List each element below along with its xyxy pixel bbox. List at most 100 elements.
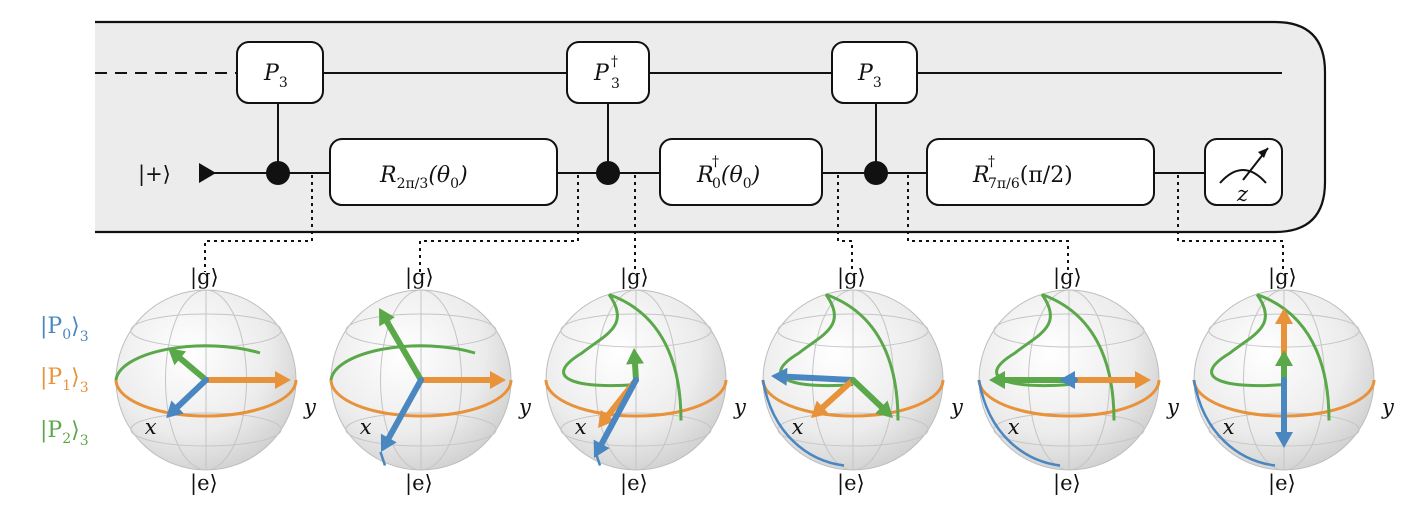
svg-text:7π/6(π/2): 7π/6(π/2) xyxy=(988,163,1073,192)
state-arrow-orange-head xyxy=(598,409,615,428)
y-axis-label: y xyxy=(518,395,532,419)
x-axis-label: x xyxy=(360,415,372,439)
input-state-label: |+⟩ xyxy=(138,162,171,187)
svg-text:†: † xyxy=(988,154,995,170)
x-axis-label: x xyxy=(1223,415,1235,439)
x-axis-label: x xyxy=(792,415,804,439)
legend-item-p2: |P2⟩3 xyxy=(40,418,89,449)
ket-g-label: |g⟩ xyxy=(1268,265,1297,290)
ket-e-label: |e⟩ xyxy=(1053,471,1081,496)
gate-r-2pi3: R2π/3(θ0) xyxy=(329,138,558,206)
state-arrow-orange-head xyxy=(811,400,829,418)
state-arrow-blue-head xyxy=(166,400,184,418)
ket-g-label: |g⟩ xyxy=(190,265,219,290)
bloch-sphere-2: |g⟩ |e⟩ x y xyxy=(329,265,532,496)
state-arrow-green-head xyxy=(875,400,893,418)
gate-r0-dagger: R † 0(θ0) xyxy=(659,138,823,206)
state-arrow-blue-head xyxy=(380,433,397,452)
ket-g-label: |g⟩ xyxy=(405,265,434,290)
green-path-2 xyxy=(608,293,683,421)
control-dot-2 xyxy=(596,161,620,185)
bloch-sphere-3: |g⟩|e⟩xy xyxy=(544,265,747,496)
x-axis-label: x xyxy=(1008,415,1020,439)
ket-e-label: |e⟩ xyxy=(620,471,648,496)
ket-e-label: |e⟩ xyxy=(837,471,865,496)
green-path-2 xyxy=(1256,293,1331,421)
control-dot-3 xyxy=(864,161,888,185)
svg-text:R2π/3(θ0): R2π/3(θ0) xyxy=(379,163,468,192)
y-axis-label: y xyxy=(950,395,964,419)
state-arrow-green-head xyxy=(989,371,1005,389)
ket-e-label: |e⟩ xyxy=(190,471,218,496)
orange-path xyxy=(544,379,728,418)
bloch-sphere-6: |g⟩ |e⟩ x y xyxy=(1192,265,1395,496)
orange-path xyxy=(761,379,945,418)
blue-path xyxy=(1192,379,1276,467)
ket-g-label: |g⟩ xyxy=(837,265,866,290)
y-axis-label: y xyxy=(1166,395,1180,419)
legend-item-p0: |P0⟩3 xyxy=(40,314,89,345)
svg-text:P3: P3 xyxy=(857,61,882,91)
y-axis-label: y xyxy=(303,395,317,419)
bloch-sphere-1: |g⟩ |e⟩ x y xyxy=(114,265,317,496)
x-axis-label: x xyxy=(145,415,157,439)
state-arrow-blue-head xyxy=(593,439,610,458)
state-arrow-blue-shaft xyxy=(174,377,209,410)
svg-text:R: R xyxy=(972,163,990,188)
ket-g-label: |g⟩ xyxy=(1053,265,1082,290)
green-path-2 xyxy=(1041,293,1116,421)
bloch-sphere-4: |g⟩ |e⟩ x y xyxy=(761,265,964,496)
svg-text:†: † xyxy=(611,54,618,70)
measurement-gate: z xyxy=(1204,138,1283,206)
state-arrow-green-head xyxy=(1275,350,1293,366)
state-arrow-blue-head xyxy=(1275,432,1293,448)
svg-text:R: R xyxy=(696,163,714,188)
green-path xyxy=(114,344,261,381)
green-path xyxy=(329,344,476,381)
ket-g-label: |g⟩ xyxy=(620,265,649,290)
blue-path xyxy=(379,451,387,466)
gate-p3-2: P3 xyxy=(831,41,918,104)
green-path xyxy=(562,293,637,388)
green-path xyxy=(779,293,854,388)
state-arrow-green-shaft xyxy=(850,377,885,410)
y-axis-label: y xyxy=(733,395,747,419)
green-path-2 xyxy=(825,293,900,421)
legend-item-p1: |P1⟩3 xyxy=(40,365,89,396)
state-arrow-blue-shaft xyxy=(385,377,424,442)
orange-path xyxy=(114,379,298,418)
bloch-sphere-5: |g⟩ |e⟩ x y xyxy=(977,265,1180,496)
orange-path xyxy=(977,379,1161,418)
state-arrow-green-head xyxy=(626,348,644,365)
svg-text:0(θ0): 0(θ0) xyxy=(712,163,760,192)
meter-icon xyxy=(1219,169,1267,184)
state-arrow-orange-shaft xyxy=(819,377,856,411)
ket-e-label: |e⟩ xyxy=(1268,471,1296,496)
svg-text:†: † xyxy=(712,154,719,170)
state-arrow-blue-shaft xyxy=(598,377,639,447)
y-axis-label: y xyxy=(1381,395,1395,419)
gate-p3-1: P3 xyxy=(236,41,324,104)
state-arrow-blue-head xyxy=(771,367,788,386)
state-arrow-orange-head xyxy=(1275,308,1293,324)
state-arrow-orange-head xyxy=(490,371,506,389)
blue-path xyxy=(977,379,1061,467)
state-arrow-orange-head xyxy=(1135,371,1151,389)
blue-path xyxy=(761,379,845,467)
state-arrow-green-head xyxy=(168,348,187,366)
ket-e-label: |e⟩ xyxy=(405,471,433,496)
legend: |P0⟩3 |P1⟩3 |P2⟩3 xyxy=(40,314,89,449)
svg-text:P3: P3 xyxy=(263,61,288,91)
input-triangle-icon xyxy=(199,163,216,183)
svg-text:P: P xyxy=(593,61,610,86)
control-dot-1 xyxy=(266,161,290,185)
green-path xyxy=(995,293,1070,388)
gate-p3-dagger: P † 3 xyxy=(566,41,650,104)
state-arrow-green-shaft xyxy=(177,355,209,383)
dotted-connectors xyxy=(204,175,1284,272)
state-arrow-blue-head xyxy=(1059,371,1075,389)
svg-text:3: 3 xyxy=(611,76,620,92)
measurement-label: z xyxy=(1236,182,1249,206)
gate-r-7pi6-dagger: R † 7π/6(π/2) xyxy=(926,138,1155,206)
